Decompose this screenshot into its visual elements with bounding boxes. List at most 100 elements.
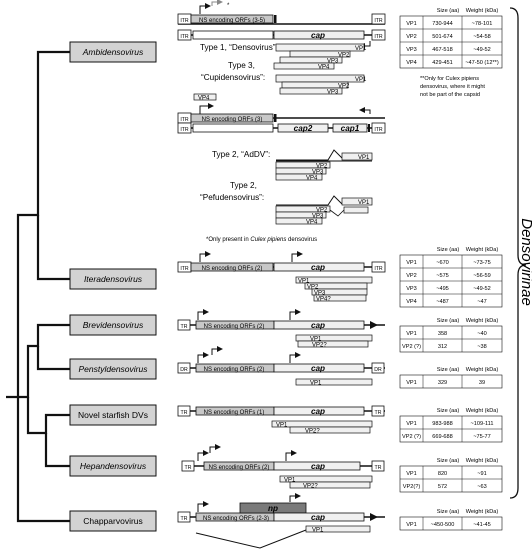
svg-text:Weight (kDa): Weight (kDa) bbox=[466, 408, 499, 414]
svg-text:VP2?: VP2? bbox=[305, 429, 320, 435]
table-cell-itera-r3-c2: ~47 bbox=[477, 299, 487, 305]
itera-vps: VP1 VP2 VP3 VP4? bbox=[295, 276, 373, 303]
svg-text:TR: TR bbox=[181, 516, 188, 522]
genus-label-brevidensovirus: Brevidensovirus bbox=[83, 320, 144, 330]
svg-text:VP1: VP1 bbox=[284, 478, 296, 484]
svg-text:VP2: VP2 bbox=[316, 208, 328, 214]
table-cell-itera-r3-c0: VP4 bbox=[406, 299, 417, 305]
genus-box-chapparvovirus: Chapparvovirus bbox=[69, 510, 157, 532]
type2-adv-label: Type 2, “AdDV”: bbox=[212, 150, 270, 159]
svg-text:Weight (kDa): Weight (kDa) bbox=[466, 318, 499, 324]
np-box bbox=[239, 502, 307, 514]
table-cell-hepan-r1-c0: VP2(?) bbox=[403, 484, 421, 490]
tree-branch-penstyl bbox=[36, 346, 70, 371]
svg-text:VP1: VP1 bbox=[355, 46, 367, 52]
genus-box-penstyldensovirus: Penstyldensovirus bbox=[69, 358, 157, 380]
genus-label-novel-starfish: Novel starfish DVs bbox=[78, 410, 148, 420]
genus-box-brevidensovirus: Brevidensovirus bbox=[69, 314, 157, 336]
table-cell-ambi-r3-c1: 429-451 bbox=[432, 60, 453, 66]
starfish-vps: VP1 VP2? bbox=[271, 420, 373, 435]
subfamily-bracket bbox=[509, 7, 527, 499]
svg-text:Size (aa): Size (aa) bbox=[437, 318, 460, 324]
type3-label-a: Type 3, bbox=[228, 61, 255, 70]
svg-text:ITR: ITR bbox=[180, 127, 189, 133]
type3-label-b: “Cupidensovirus”: bbox=[201, 73, 265, 82]
ns-label-chap: NS encoding ORFs (2-3) bbox=[203, 516, 269, 522]
svg-text:cap: cap bbox=[311, 513, 325, 522]
svg-text:cap: cap bbox=[311, 407, 325, 416]
svg-text:densovirus, where it might: densovirus, where it might bbox=[420, 84, 485, 90]
table-cell-starfish-r1-c0: VP2 (?) bbox=[402, 434, 421, 440]
svg-text:VP1: VP1 bbox=[358, 155, 370, 161]
svg-text:VP3: VP3 bbox=[312, 170, 324, 176]
svg-text:VP3: VP3 bbox=[327, 59, 339, 65]
table-cell-itera-r2-c2: ~49-52 bbox=[473, 286, 491, 292]
table-cell-ambi-r2-c0: VP3 bbox=[406, 47, 417, 53]
table-cell-ambi-r1-c0: VP2 bbox=[406, 34, 417, 40]
table-cell-brevi-r1-c2: ~38 bbox=[477, 344, 487, 350]
cap-label-ambi-1: cap bbox=[311, 31, 325, 40]
svg-text:DR: DR bbox=[374, 367, 382, 373]
table-cell-itera-r2-c1: ~495 bbox=[436, 286, 449, 292]
tree-branch-itera bbox=[36, 215, 70, 281]
svg-text:VP1: VP1 bbox=[355, 77, 367, 83]
penstyl-vps: VP1 bbox=[295, 378, 373, 387]
svg-text:cap: cap bbox=[311, 321, 325, 330]
genus-label-chapparvovirus: Chapparvovirus bbox=[83, 516, 143, 526]
svg-text:VP2: VP2 bbox=[338, 84, 350, 90]
table-cell-chap-r0-c2: ~41-45 bbox=[473, 522, 491, 528]
svg-text:VP3: VP3 bbox=[327, 90, 339, 96]
type1-label: Type 1, “Densovirus”: bbox=[200, 43, 278, 52]
svg-text:Weight (kDa): Weight (kDa) bbox=[466, 458, 499, 464]
table-cell-ambi-r2-c1: 467-518 bbox=[432, 47, 453, 53]
brevi-genome: TR NS encoding ORFs (2) cap bbox=[177, 309, 385, 331]
genus-box-novel-starfish: Novel starfish DVs bbox=[69, 404, 157, 426]
table-cell-itera-r0-c2: ~73-75 bbox=[473, 260, 491, 266]
svg-text:ITR: ITR bbox=[374, 127, 383, 133]
table-cell-ambi-r2-c2: ~49-52 bbox=[473, 47, 491, 53]
table-cell-penstyl-r0-c1: 329 bbox=[438, 380, 447, 386]
svg-text:Size (aa): Size (aa) bbox=[437, 509, 460, 515]
table-cell-itera-r0-c1: ~670 bbox=[436, 260, 449, 266]
table-cell-brevi-r1-c0: VP2 (?) bbox=[402, 344, 421, 350]
svg-text:Size (aa): Size (aa) bbox=[437, 458, 460, 464]
svg-text:VP4: VP4 bbox=[306, 220, 318, 226]
svg-text:DR: DR bbox=[180, 367, 188, 373]
svg-text:cap: cap bbox=[311, 364, 325, 373]
svg-text:VP1: VP1 bbox=[358, 200, 370, 206]
table-cell-ambi-r1-c1: 501-674 bbox=[432, 34, 453, 40]
svg-text:Weight (kDa): Weight (kDa) bbox=[466, 8, 499, 14]
table-cell-ambi-r3-c2: ~47-50 (12**) bbox=[465, 60, 499, 66]
ns-label-hepan: NS encoding ORFs (2) bbox=[209, 465, 270, 471]
phylogenetic-tree bbox=[6, 50, 70, 523]
table-cell-itera-r2-c0: VP3 bbox=[406, 286, 417, 292]
svg-text:VP2: VP2 bbox=[307, 285, 319, 291]
svg-text:VP1: VP1 bbox=[276, 423, 288, 429]
svg-text:ITR: ITR bbox=[374, 18, 383, 24]
table-cell-hepan-r0-c2: ~91 bbox=[477, 471, 487, 477]
ambi-type3-vps: VP1 VP2 VP3 VP4 bbox=[193, 74, 367, 102]
ns-label-ambi-1: NS encoding ORFs (3-5) bbox=[199, 18, 265, 24]
svg-text:VP3: VP3 bbox=[312, 214, 324, 220]
type2-pefu-label-a: Type 2, bbox=[230, 181, 257, 190]
ns-label-ambi-2: NS encoding ORFs (3) bbox=[202, 117, 263, 123]
svg-text:ITR: ITR bbox=[180, 117, 189, 123]
svg-text:Weight (kDa): Weight (kDa) bbox=[466, 247, 499, 253]
tree-branch-chap bbox=[16, 397, 70, 523]
cap1-label: cap1 bbox=[341, 124, 360, 133]
svg-text:TR: TR bbox=[375, 465, 382, 471]
table-cell-hepan-r1-c1: 572 bbox=[438, 484, 447, 490]
svg-text:**Only for Culex pipiens: **Only for Culex pipiens bbox=[420, 76, 479, 82]
ambi-type2-adv-vps: VP1 VP2 VP3 VP4 bbox=[275, 149, 373, 182]
table-cell-itera-r1-c0: VP2 bbox=[406, 273, 417, 279]
table-cell-brevi-r0-c1: 358 bbox=[438, 331, 447, 337]
table-cell-hepan-r0-c0: VP1 bbox=[406, 471, 417, 477]
svg-text:ITR: ITR bbox=[180, 266, 189, 272]
svg-text:TR: TR bbox=[375, 410, 382, 416]
genus-label-ambidensovirus: Ambidensovirus bbox=[82, 47, 144, 57]
table-cell-itera-r0-c0: VP1 bbox=[406, 260, 417, 266]
table-iteradensovirus: Size (aa) Weight (kDa) VP1~670~73-75VP2~… bbox=[399, 247, 503, 308]
